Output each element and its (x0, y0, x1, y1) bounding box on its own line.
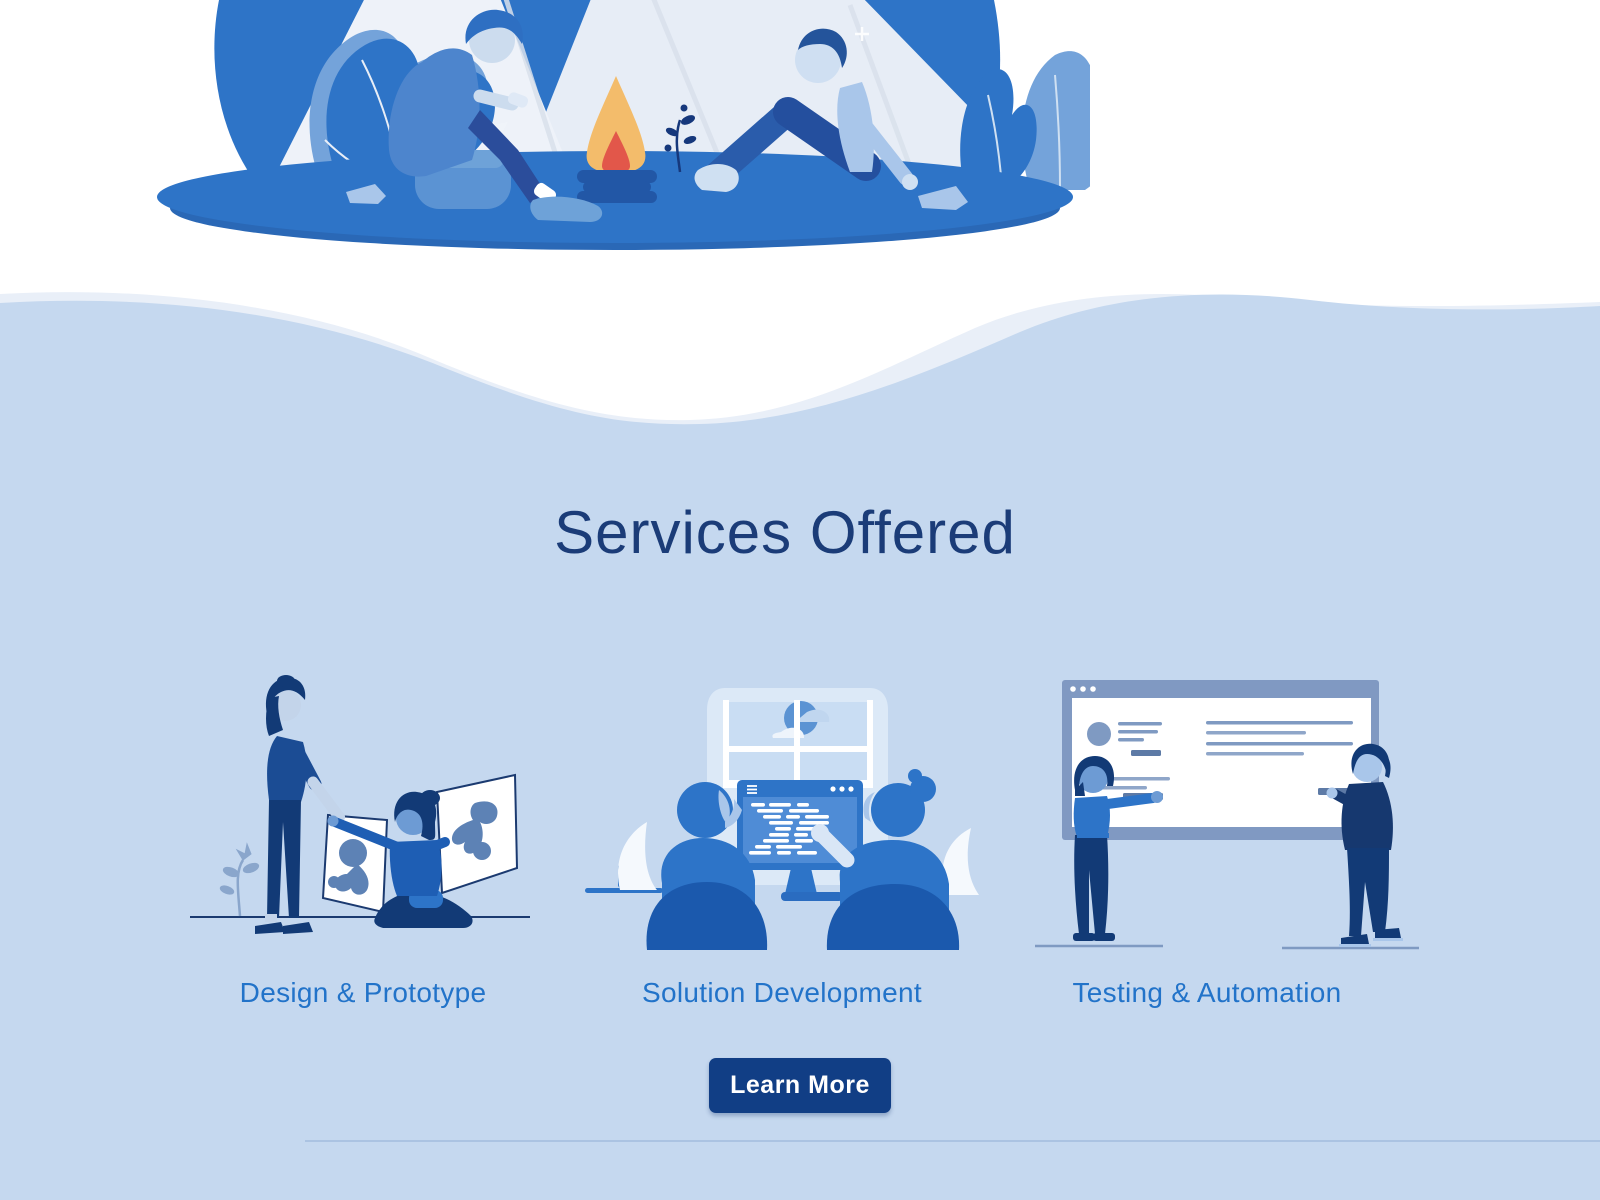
rock-right (918, 186, 968, 210)
service-label-design-prototype: Design & Prototype (239, 977, 487, 1008)
developer-right (811, 769, 960, 950)
window-dots (830, 786, 854, 792)
artboard-right (435, 773, 519, 895)
right-plants (960, 51, 1090, 190)
menu-icon (747, 785, 757, 794)
campfire (577, 76, 657, 203)
small-plant (219, 842, 260, 917)
section-divider (305, 1140, 1600, 1142)
tent-right (515, 0, 1001, 190)
paper-plant-right (942, 828, 979, 895)
sitting-designer (327, 790, 473, 928)
browser-dots (1070, 686, 1096, 692)
testing-automation-illustration (1035, 680, 1419, 950)
person-left (388, 9, 603, 222)
wave-divider (0, 292, 1600, 480)
person-right (694, 28, 918, 192)
fire-sprig (664, 104, 697, 173)
service-label-solution-development: Solution Development (642, 977, 922, 1008)
standing-designer (255, 675, 345, 934)
tester-woman (1073, 756, 1163, 941)
learn-more-button[interactable]: Learn More (709, 1058, 891, 1113)
developer-left (646, 782, 768, 950)
services-heading: Services Offered (554, 499, 1016, 566)
rock-left (346, 184, 386, 204)
paper-plant-left (618, 822, 657, 890)
service-label-testing-automation: Testing & Automation (1072, 977, 1342, 1008)
solution-development-illustration (585, 688, 979, 950)
sparkle-star (855, 27, 869, 41)
campfire-illustration (157, 0, 1090, 250)
code-lines (749, 803, 829, 855)
design-prototype-illustration (190, 675, 530, 934)
tester-man (1326, 743, 1403, 947)
